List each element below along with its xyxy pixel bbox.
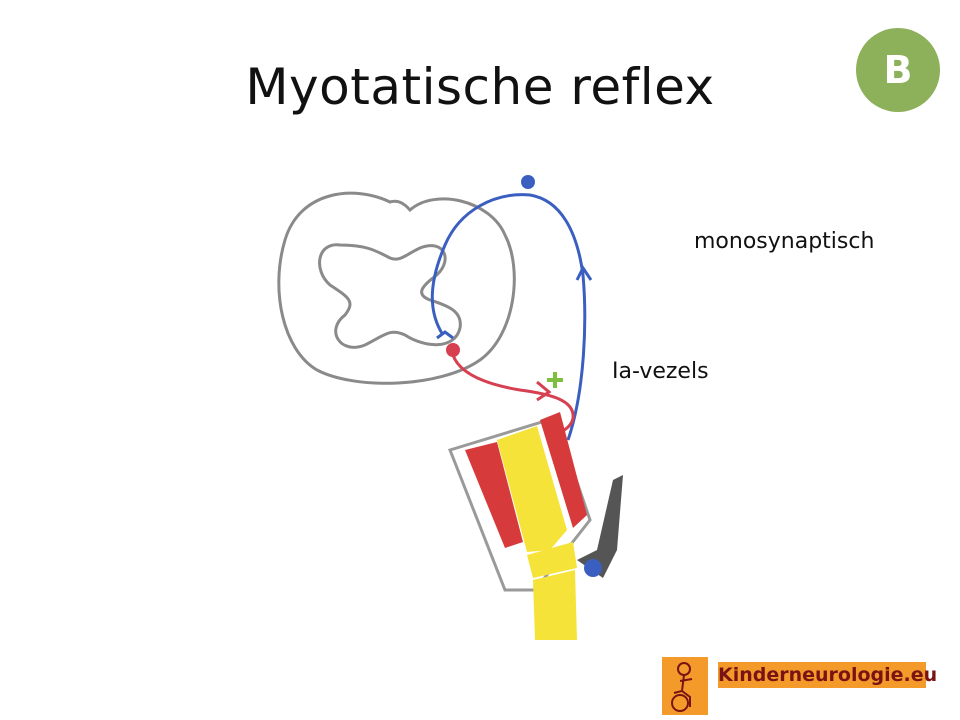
- knee-joint: [527, 542, 577, 578]
- spinal-cord-outline: [277, 191, 516, 385]
- motor-neuron-body: [446, 343, 460, 357]
- excitatory-plus: [547, 372, 563, 388]
- brand-logo-text[interactable]: Kinderneurologie.eu: [718, 662, 938, 688]
- gray-matter-outline: [318, 243, 462, 349]
- tibia: [533, 570, 577, 640]
- sensory-synapse: [436, 330, 454, 340]
- label-monosynaptic: monosynaptisch: [694, 229, 875, 254]
- label-ia-fibers: Ia-vezels: [612, 359, 709, 384]
- bone-femur: [497, 426, 567, 552]
- patellar-tendon: [577, 475, 623, 578]
- motor-fiber: [451, 354, 575, 443]
- muscle-right: [540, 412, 587, 528]
- child-figure-icon: [662, 657, 708, 715]
- patella: [584, 559, 602, 577]
- muscle-left: [465, 442, 523, 548]
- slide-badge: B: [856, 28, 940, 112]
- motor-arrow: [536, 380, 552, 402]
- dorsal-root-ganglion: [521, 175, 535, 189]
- sensory-fiber: [430, 193, 587, 441]
- reflex-diagram: [277, 175, 623, 640]
- slide-title: Myotatische reflex: [245, 58, 715, 116]
- sensory-arrow: [575, 265, 593, 281]
